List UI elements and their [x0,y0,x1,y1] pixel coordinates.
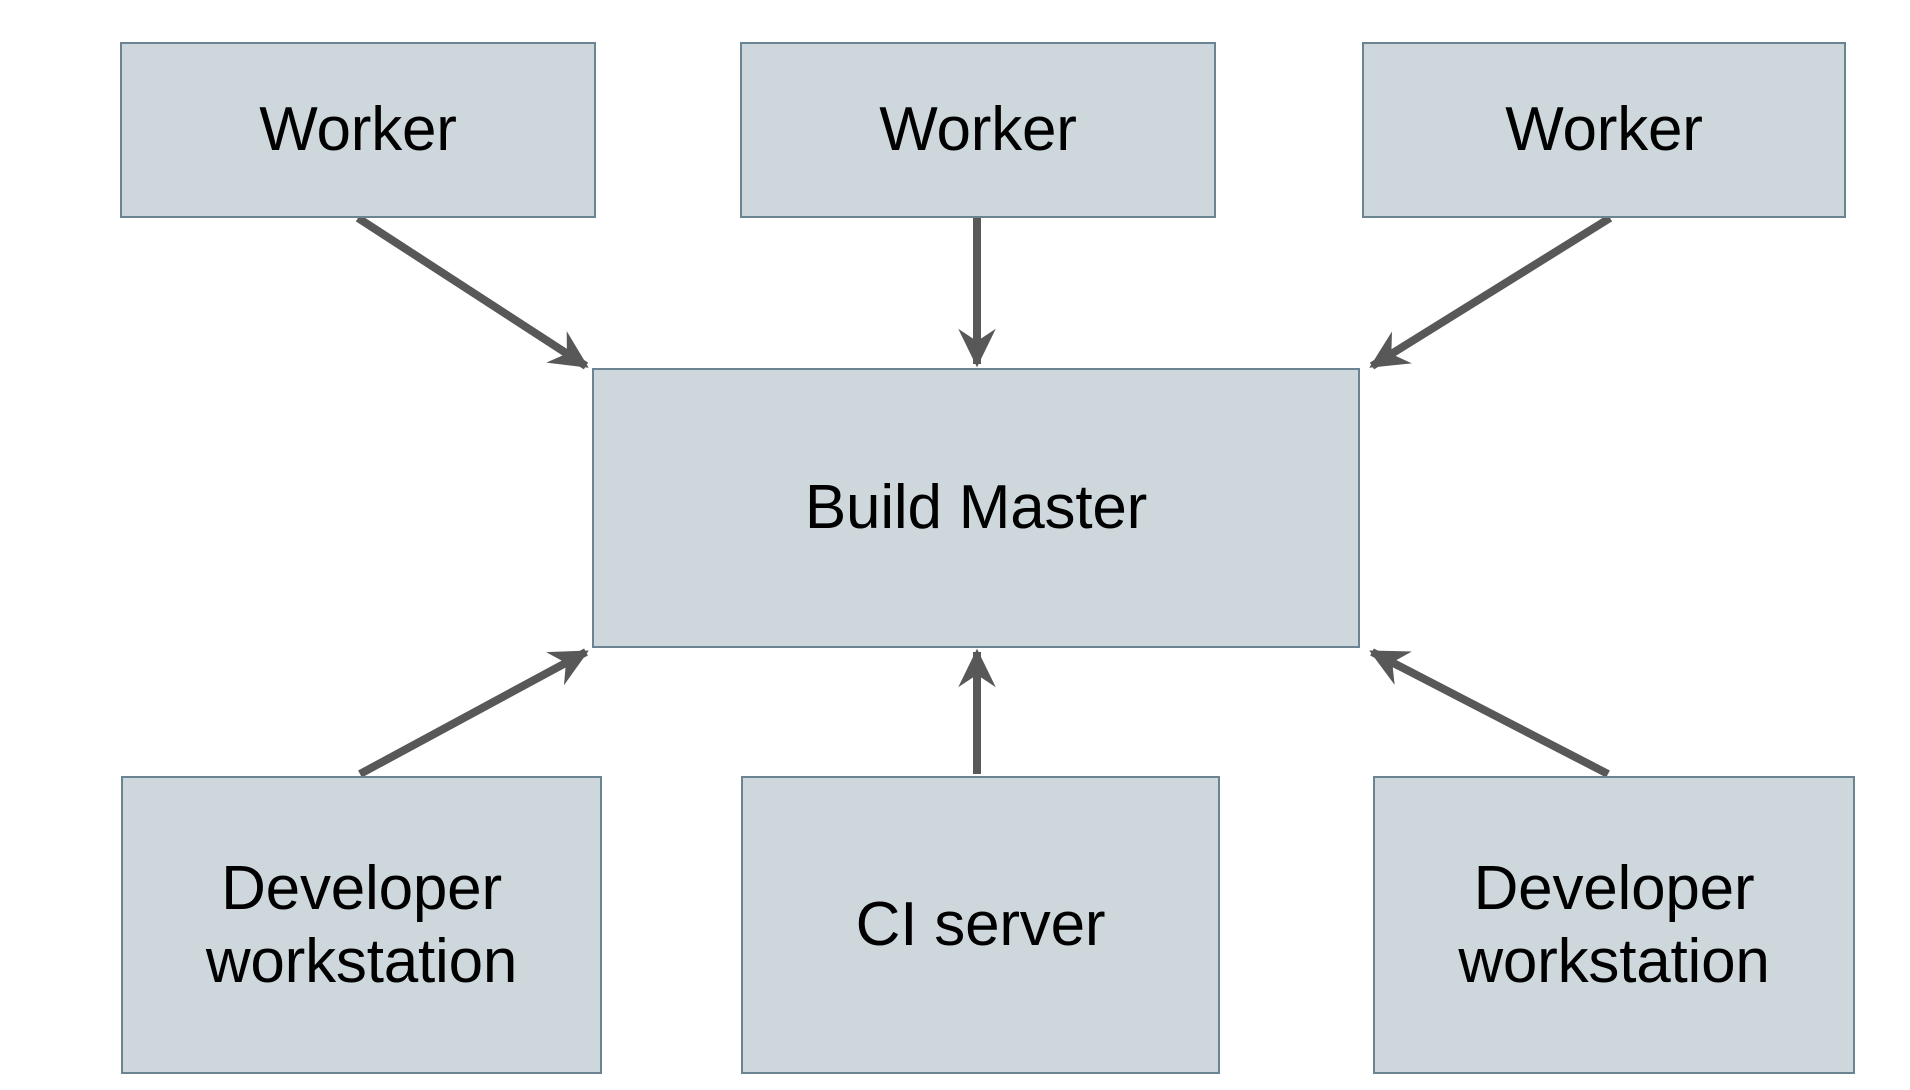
node-build-master[interactable]: Build Master [592,368,1360,648]
edge-worker-right-to-master [1369,214,1613,370]
node-worker-mid[interactable]: Worker [740,42,1216,218]
edge-dev-right-to-master [1369,648,1610,778]
node-developer-workstation-right[interactable]: Developer workstation [1373,776,1855,1074]
node-ci-server[interactable]: CI server [741,776,1220,1074]
edge-worker-left-to-master [355,214,589,370]
node-worker-left[interactable]: Worker [120,42,596,218]
node-developer-workstation-left[interactable]: Developer workstation [121,776,602,1074]
node-worker-right[interactable]: Worker [1362,42,1846,218]
edge-dev-left-to-master [358,648,589,778]
